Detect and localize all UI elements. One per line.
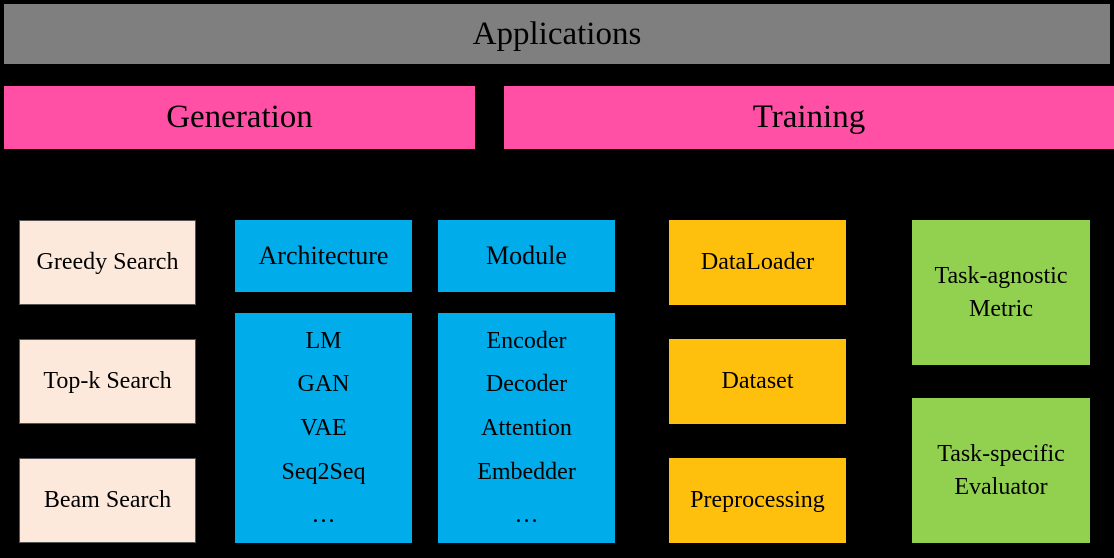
applications-bar: Applications (4, 4, 1110, 64)
beam-search-label: Beam Search (43, 487, 172, 513)
architecture-item-gan: GAN (297, 371, 350, 398)
generation-bar: Generation (4, 86, 475, 149)
applications-label: Applications (472, 15, 642, 52)
module-item-encoder: Encoder (486, 327, 567, 354)
module-header-box: Module (438, 220, 615, 292)
task-specific-evaluator-box: Task-specific Evaluator (912, 398, 1090, 543)
architecture-item-seq2seq: Seq2Seq (281, 458, 366, 485)
module-label: Module (486, 241, 567, 270)
architecture-item-vae: VAE (300, 414, 347, 441)
architecture-header-box: Architecture (235, 220, 412, 292)
greedy-search-label: Greedy Search (36, 249, 179, 275)
task-agnostic-metric-label: Task-agnostic Metric (934, 263, 1068, 322)
preprocessing-box: Preprocessing (669, 458, 846, 543)
training-label: Training (752, 99, 866, 135)
top-k-search-label: Top-k Search (43, 368, 172, 394)
module-item-embedder: Embedder (477, 458, 576, 485)
dataset-label: Dataset (721, 368, 794, 394)
architecture-list-box: LM GAN VAE Seq2Seq … (235, 313, 412, 543)
dataset-box: Dataset (669, 339, 846, 424)
greedy-search-box: Greedy Search (19, 220, 196, 305)
module-item-attention: Attention (481, 414, 572, 441)
task-specific-evaluator-label: Task-specific Evaluator (937, 441, 1065, 500)
task-agnostic-metric-box: Task-agnostic Metric (912, 220, 1090, 365)
dataloader-label: DataLoader (700, 249, 815, 275)
architecture-item-ellipsis: … (311, 502, 336, 529)
module-list-box: Encoder Decoder Attention Embedder … (438, 313, 615, 543)
architecture-item-lm: LM (305, 327, 342, 354)
module-item-ellipsis: … (514, 502, 539, 529)
dataloader-box: DataLoader (669, 220, 846, 305)
preprocessing-label: Preprocessing (690, 487, 825, 513)
generation-label: Generation (166, 99, 313, 135)
top-k-search-box: Top-k Search (19, 339, 196, 424)
training-bar: Training (504, 86, 1114, 149)
architecture-label: Architecture (258, 241, 389, 270)
module-item-decoder: Decoder (485, 371, 568, 398)
beam-search-box: Beam Search (19, 458, 196, 543)
